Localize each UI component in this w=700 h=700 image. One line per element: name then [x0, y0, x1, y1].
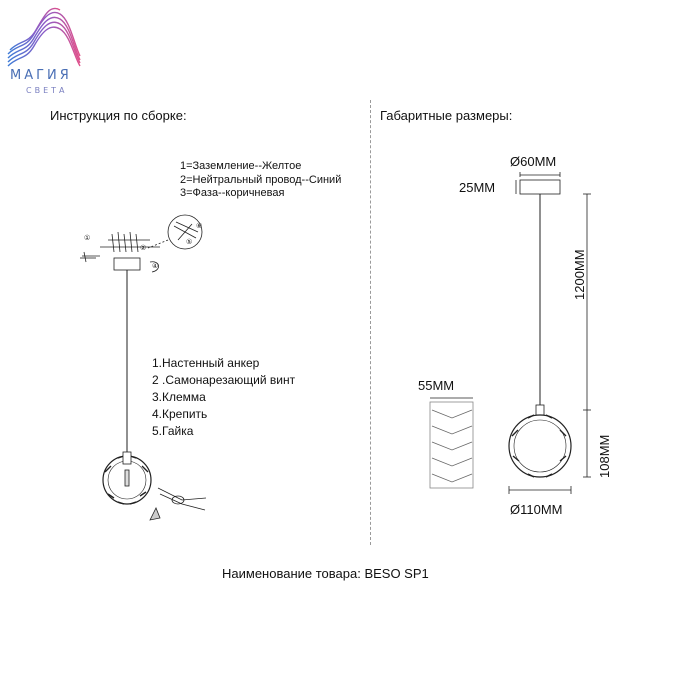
- cable-length-label: 1200MM: [572, 249, 587, 300]
- parts-list: 1.Настенный анкер 2 .Самонарезающий винт…: [152, 355, 295, 440]
- part-item-anchor: 1.Настенный анкер: [152, 356, 260, 370]
- canopy-height-label: 25MM: [459, 180, 496, 195]
- part-item-nut: 5.Гайка: [152, 424, 194, 438]
- pliers-icon: [149, 487, 207, 521]
- callout-5: ⑤: [186, 238, 192, 246]
- brand-logo: МАГИЯ СВЕТА: [4, 4, 84, 99]
- logo-wave-graphic: [7, 7, 81, 67]
- ceiling-bracket-icon: [80, 231, 160, 263]
- canopy-diameter-label: Ø60MM: [510, 154, 557, 169]
- shade-height-label: 108MM: [597, 434, 612, 478]
- logo-tagline: СВЕТА: [26, 86, 68, 95]
- wiring-item-neutral: 2=Нейтральный провод--Синий: [180, 173, 342, 186]
- callout-2: ②: [140, 244, 146, 252]
- wiring-item-phase: 3=Фаза--коричневая: [180, 187, 285, 199]
- wiring-legend: 1=Заземление--Желтое 2=Нейтральный прово…: [180, 160, 341, 201]
- section-divider: [370, 100, 371, 545]
- product-name: Наименование товара: BESO SP1: [222, 566, 429, 581]
- callout-6: ⑥: [196, 222, 202, 230]
- wiring-detail-circle: [167, 214, 203, 250]
- part-item-screw: 2 .Самонарезающий винт: [152, 373, 296, 387]
- callout-4: ④: [152, 262, 158, 270]
- logo-name: МАГИЯ: [10, 68, 72, 83]
- side-view-crystal: [429, 401, 474, 489]
- shade-diameter-label: Ø110MM: [510, 502, 563, 517]
- lamp-ring-outline: [508, 414, 572, 478]
- rotate-arrow-icon: [149, 261, 159, 273]
- dimensions-heading: Габаритные размеры:: [380, 108, 513, 123]
- side-width-label: 55MM: [418, 378, 455, 393]
- part-item-terminal: 3.Клемма: [152, 390, 206, 404]
- callout-1: ①: [84, 234, 90, 242]
- canopy-outline: [519, 179, 561, 195]
- assembly-heading: Инструкция по сборке:: [50, 108, 187, 123]
- wiring-item-ground: 1=Заземление--Желтое: [180, 160, 302, 172]
- part-item-mount: 4.Крепить: [152, 407, 208, 421]
